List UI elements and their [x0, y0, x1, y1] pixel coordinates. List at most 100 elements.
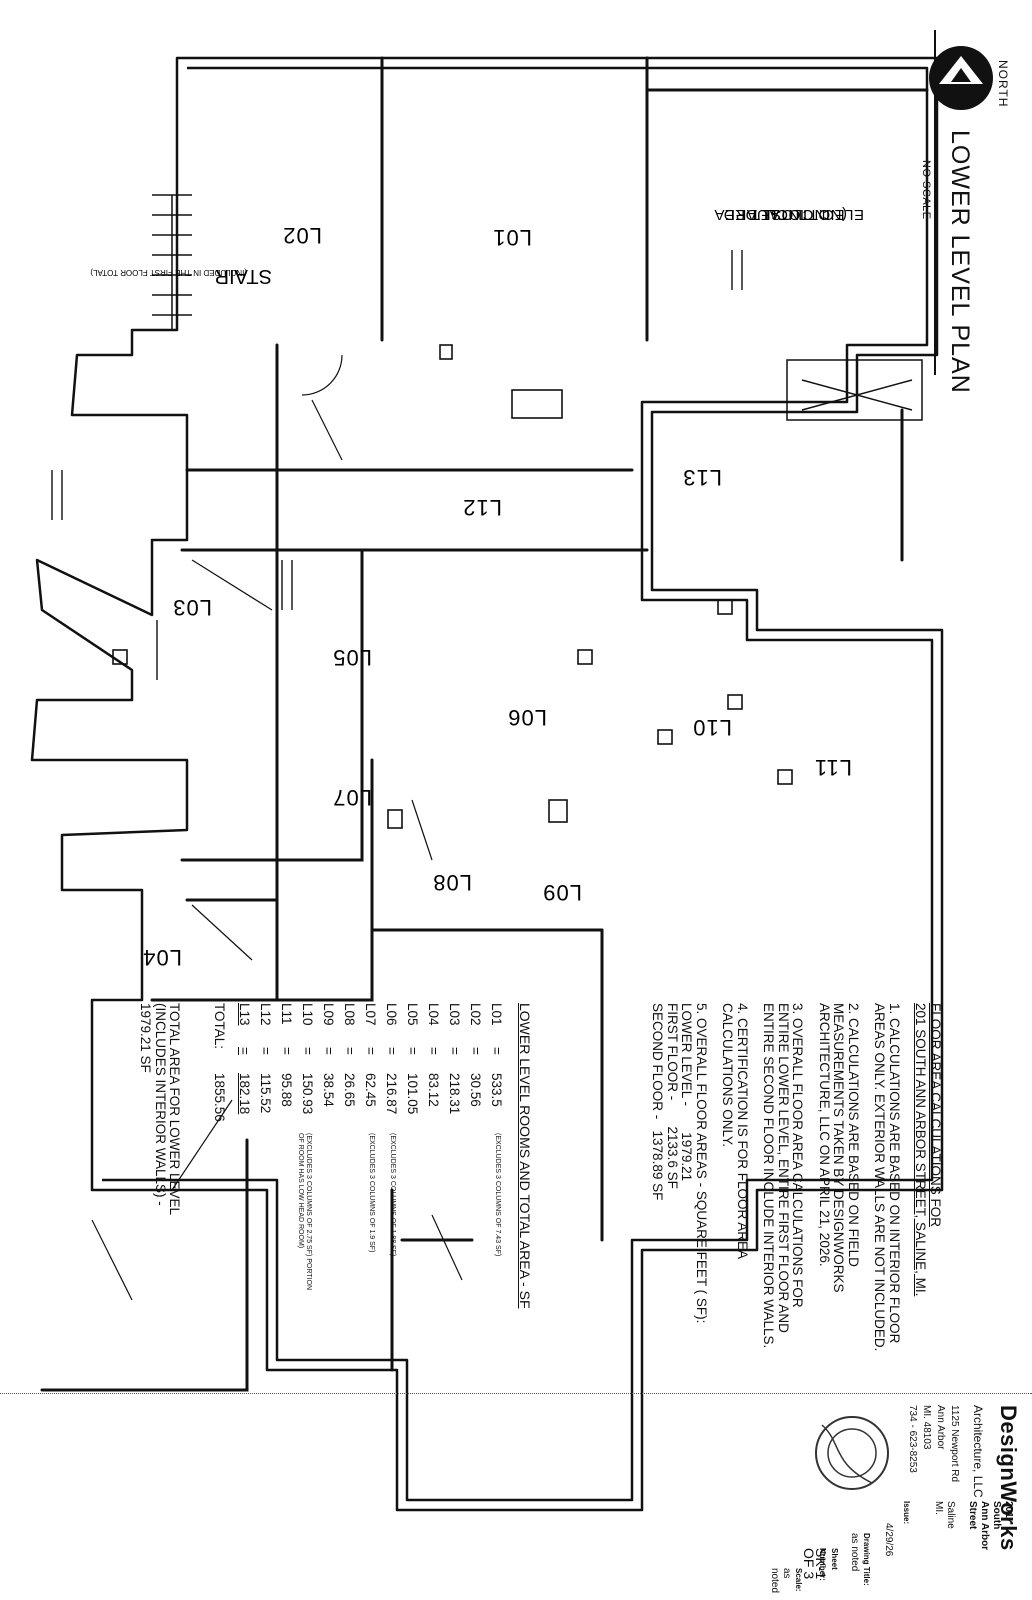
firm-sub: Architecture, LLC: [971, 1405, 985, 1498]
sheet-number: SK-1 OF 3: [801, 1548, 829, 1580]
room-cell-val: 30.56: [468, 1073, 484, 1107]
room-cell-val: 95.88: [279, 1073, 295, 1107]
room-cell-eq: =: [237, 1047, 253, 1055]
room-cell-eq: =: [258, 1047, 274, 1055]
room-cell-note: [460, 1133, 462, 1293]
total-value: 1855.56: [212, 1073, 228, 1122]
interior-walls: [40, 56, 929, 1392]
room-cell-eq: =: [426, 1047, 442, 1055]
room-cell-rid: L03: [447, 1003, 463, 1026]
room-cell-val: 182.18: [237, 1073, 253, 1115]
room-cell-eq: =: [363, 1047, 379, 1055]
room-label-l09: L09: [542, 880, 582, 905]
room-label-l04: L04: [142, 945, 182, 970]
elec-closet: [786, 359, 923, 421]
room-cell-val: 38.54: [321, 1073, 337, 1107]
room-cell-note: [439, 1133, 441, 1293]
room-cell-rid: L06: [384, 1003, 400, 1026]
room-cell-rid: L08: [342, 1003, 358, 1026]
overall-lower-label: LOWER LEVEL -: [679, 1003, 695, 1107]
overall-second-label: SECOND FLOOR -: [650, 1003, 666, 1120]
room-cell-val: 533.5: [489, 1073, 505, 1107]
room-cell-note: (EXCLUDES 3 COLUMNS OF 1.88 SF): [389, 1133, 397, 1257]
project-line-4: Street: [967, 1501, 978, 1530]
room-cell-val: 216.87: [384, 1073, 400, 1115]
room-cell-note: (EXCLUDES 3 COLUMNS OF 2.75 SF) PORTION …: [297, 1133, 313, 1291]
stair-label: STAIR: [215, 265, 272, 287]
issue-date: 4/29/26: [883, 1523, 894, 1557]
room-cell-eq: =: [384, 1047, 400, 1055]
room-cell-rid: L12: [258, 1003, 274, 1026]
room-cell-rid: L07: [363, 1003, 379, 1026]
elec-note-3: IN TOTAL AREA: [714, 206, 830, 223]
exterior-walls: [30, 56, 944, 1512]
room-cell-eq: =: [321, 1047, 337, 1055]
overall-first-label: FIRST FLOOR -: [665, 1003, 680, 1101]
room-cell-val: 115.52: [258, 1073, 274, 1114]
project-line-2: South: [991, 1501, 1002, 1530]
room-cell-eq: =: [468, 1047, 484, 1055]
room-label-l05: L05: [332, 645, 372, 670]
overall-first-value: 2133.6 SF: [665, 1126, 680, 1189]
room-label-l13: L13: [682, 465, 722, 490]
room-label-l11: L11: [814, 755, 852, 780]
address-2: Ann Arbor: [935, 1405, 946, 1450]
architect-seal-icon: [815, 1416, 889, 1490]
room-cell-note: [292, 1133, 294, 1293]
room-cell-rid: L01: [489, 1003, 505, 1026]
address-4: 734 - 623-8253: [907, 1405, 918, 1473]
columns: [112, 344, 793, 829]
room-cell-val: 218.31: [447, 1073, 463, 1115]
room-cell-eq: =: [447, 1047, 463, 1055]
room-cell-note: (EXCLUDES 3 COLUMNS OF 1.9 SF): [368, 1133, 376, 1253]
elec-note-1: ELEC. CLOSET: [750, 206, 864, 223]
room-cell-eq: =: [300, 1047, 316, 1055]
project-line-3: Ann Arbor: [979, 1501, 990, 1551]
room-cell-note: [334, 1133, 336, 1293]
north-arrow-icon: [929, 46, 993, 110]
room-label-l10: L10: [692, 715, 732, 740]
room-cell-rid: L11: [279, 1003, 295, 1025]
room-cell-note: [418, 1133, 420, 1293]
room-cell-rid: L05: [405, 1003, 421, 1026]
room-cell-note: (EXCLUDES 3 COLUMNS OF 7.43 SF): [494, 1133, 502, 1257]
room-label-l03: L03: [172, 595, 212, 620]
city-line-1: Saline: [945, 1501, 956, 1529]
overall-lower-value: 1979.21: [679, 1132, 695, 1182]
room-cell-rid: L04: [426, 1003, 442, 1026]
room-cell-val: 83.12: [426, 1073, 442, 1107]
room-cell-rid: L13: [237, 1003, 253, 1026]
room-cell-rid: L10: [300, 1003, 316, 1026]
room-cell-note: [481, 1133, 483, 1293]
room-label-l08: L08: [432, 870, 472, 895]
scale-label: Scale:: [794, 1568, 803, 1592]
room-cell-note: [355, 1133, 357, 1293]
room-label-l06: L06: [507, 705, 547, 730]
room-cell-val: 26.65: [342, 1073, 358, 1107]
scale-value: as noted: [769, 1568, 792, 1594]
drawing-title: as noted: [849, 1533, 860, 1572]
room-cell-val: 101.05: [405, 1073, 421, 1115]
windows: [51, 250, 743, 1251]
room-cell-note: [250, 1133, 252, 1293]
project-line-1: 201: [1003, 1501, 1014, 1518]
firm-name: DesignWorks: [996, 1405, 1021, 1551]
room-label-l12: L12: [462, 495, 502, 520]
room-label-l01: L01: [492, 225, 532, 250]
address-3: MI. 48103: [921, 1405, 932, 1450]
stair: [152, 194, 192, 330]
room-cell-eq: =: [342, 1047, 358, 1055]
city-line-2: MI.: [933, 1501, 944, 1515]
room-cell-note: [271, 1133, 273, 1293]
overall-second-value: 1378.89 SF: [650, 1130, 666, 1201]
issue-label: Issue:: [902, 1501, 911, 1525]
room-cell-val: 62.45: [363, 1073, 379, 1107]
room-cell-eq: =: [489, 1047, 505, 1055]
room-cell-rid: L09: [321, 1003, 337, 1026]
room-label-l07: L07: [332, 785, 372, 810]
doors: [91, 354, 463, 1301]
room-cell-rid: L02: [468, 1003, 484, 1026]
total-label: TOTAL:: [212, 1003, 228, 1050]
